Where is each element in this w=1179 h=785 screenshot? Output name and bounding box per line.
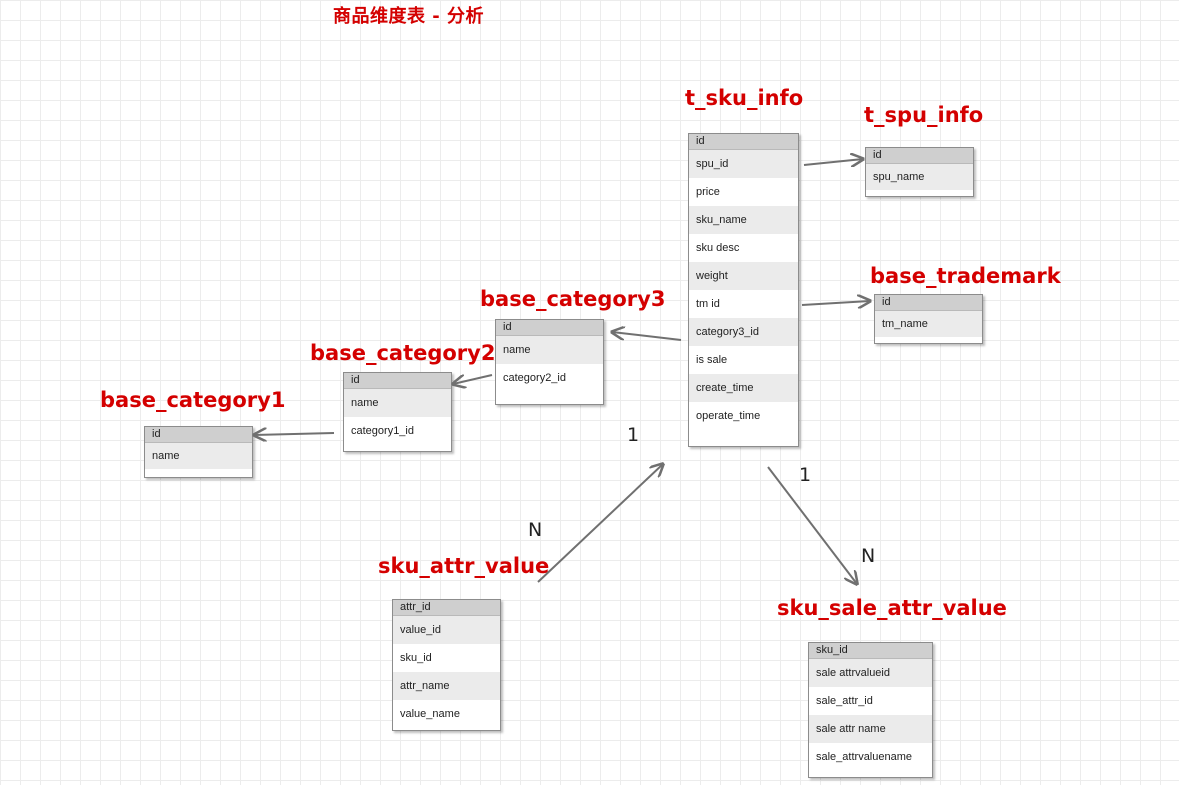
field-sku-name: sku_name [689,206,798,234]
field-tm-id: tm id [689,290,798,318]
arrow-sku-to-sale-attr-value [767,466,857,584]
table-footer [145,469,252,477]
field-weight: weight [689,262,798,290]
field-category2-id: category2_id [496,364,603,392]
arrow-sku-to-trademark [801,301,870,305]
field-spu-id: spu_id [689,150,798,178]
cardinality-sale-many: N [861,545,876,567]
field-tm-name: tm_name [875,311,982,337]
field-id: id [875,295,982,311]
table-name-base-category1: base_category1 [100,388,286,412]
field-sale-attr-name: sale attr name [809,715,932,743]
field-id: id [145,427,252,443]
table-footer [809,771,932,777]
table-base-category2[interactable]: id name category1_id [343,372,452,452]
field-sale-attr-value-id: sale attrvalueid [809,659,932,687]
field-id: id [689,134,798,150]
table-base-trademark[interactable]: id tm_name [874,294,983,344]
arrow-sku-to-category3 [612,332,682,341]
field-attr-id: attr_id [393,600,500,616]
table-base-category1[interactable]: id name [144,426,253,478]
field-sku-id: sku_id [393,644,500,672]
cardinality-attr-one: 1 [627,424,640,446]
page-title: 商品维度表 - 分析 [333,6,485,27]
field-id: id [496,320,603,336]
cardinality-sale-one: 1 [799,464,812,486]
table-base-category3[interactable]: id name category2_id [495,319,604,405]
table-t-sku-info[interactable]: id spu_id price sku_name sku desc weight… [688,133,799,447]
field-attr-name: attr_name [393,672,500,700]
table-name-base-category3: base_category3 [480,287,666,311]
table-name-sku-attr-value: sku_attr_value [378,554,550,578]
field-id: id [866,148,973,164]
arrow-category2-to-category1 [254,433,335,435]
table-footer [689,430,798,446]
field-price: price [689,178,798,206]
field-sale-attr-value-name: sale_attrvaluename [809,743,932,771]
field-value-id: value_id [393,616,500,644]
table-name-t-spu-info: t_spu_info [864,103,984,127]
field-is-sale: is sale [689,346,798,374]
arrow-category3-to-category2 [453,374,493,384]
cardinality-attr-many: N [528,519,543,541]
arrow-sku-to-spu [803,159,863,165]
table-name-base-trademark: base_trademark [870,264,1061,288]
table-sku-attr-value[interactable]: attr_id value_id sku_id attr_name value_… [392,599,501,731]
field-name: name [145,443,252,469]
field-name: name [496,336,603,364]
field-sku-id: sku_id [809,643,932,659]
field-sale-attr-id: sale_attr_id [809,687,932,715]
field-name: name [344,389,451,417]
table-t-spu-info[interactable]: id spu_name [865,147,974,197]
table-footer [496,392,603,404]
table-footer [393,728,500,730]
table-name-base-category2: base_category2 [310,341,496,365]
table-name-t-sku-info: t_sku_info [685,86,804,110]
field-operate-time: operate_time [689,402,798,430]
table-name-sku-sale-attr-value: sku_sale_attr_value [777,596,1007,620]
field-sku-desc: sku desc [689,234,798,262]
field-category1-id: category1_id [344,417,451,445]
arrow-attr-value-to-sku [537,464,663,583]
field-create-time: create_time [689,374,798,402]
table-footer [344,445,451,451]
table-footer [875,337,982,343]
field-value-name: value_name [393,700,500,728]
field-spu-name: spu_name [866,164,973,190]
table-sku-sale-attr-value[interactable]: sku_id sale attrvalueid sale_attr_id sal… [808,642,933,778]
table-footer [866,190,973,196]
field-category3-id: category3_id [689,318,798,346]
field-id: id [344,373,451,389]
